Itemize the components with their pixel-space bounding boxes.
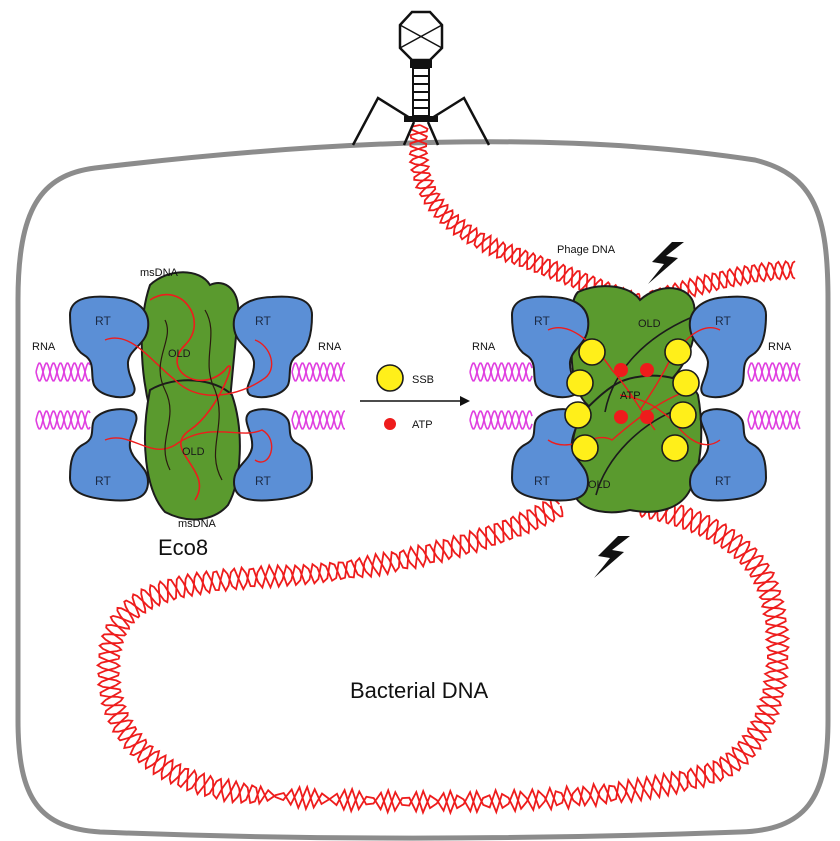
- helix-strand: [35, 410, 91, 430]
- helix-strand: [291, 410, 345, 430]
- msdna-strand: [204, 309, 223, 481]
- rna-strand-left-lower: [469, 410, 533, 430]
- old-label: OLD: [168, 348, 191, 360]
- helix-strand: [35, 362, 91, 382]
- old-subunit-bottom: [144, 379, 241, 521]
- ssb-protein: [669, 401, 697, 429]
- ssb-legend-icon: [376, 364, 404, 392]
- arrow-head-icon: [460, 396, 470, 406]
- rna-label-left: RNA: [472, 341, 496, 353]
- rt-label: RT: [255, 314, 271, 328]
- atp-molecule: [640, 410, 654, 424]
- rt-label: RT: [534, 314, 550, 328]
- bacterial-dna-helix: [95, 494, 791, 816]
- eco8-inactive-complex: RT RT RT RT OLD OLD msDNA msDNA RNA RNA …: [32, 267, 345, 560]
- rna-strand-right-upper: [291, 362, 345, 382]
- atp-legend-icon: [384, 418, 396, 430]
- helix-strand: [291, 410, 345, 430]
- old-label: OLD: [638, 318, 661, 330]
- ssb-protein: [566, 369, 594, 397]
- msdna-strand: [547, 327, 656, 431]
- msdna-strands-left: [104, 293, 273, 501]
- rt-label: RT: [95, 314, 111, 328]
- activation-legend: SSB ATP: [360, 364, 470, 431]
- rt-label: RT: [715, 474, 731, 488]
- rt-subunit-top-right: [232, 295, 314, 399]
- rna-strand-left-lower: [35, 410, 91, 430]
- helix-strand: [291, 362, 345, 382]
- rt-subunit-top-right: [688, 295, 768, 399]
- helix-strand: [469, 362, 533, 382]
- atp-label: ATP: [620, 390, 641, 402]
- rt-label: RT: [715, 314, 731, 328]
- rt-subunit-top-left: [68, 295, 150, 399]
- helix-strand: [97, 496, 791, 816]
- atp-molecule: [614, 410, 628, 424]
- msdna-label-top: msDNA: [140, 267, 179, 279]
- bacterial-dna-label: Bacterial DNA: [350, 678, 488, 703]
- rna-label-right: RNA: [318, 341, 342, 353]
- bacteriophage-icon: [351, 10, 491, 146]
- helix-strand: [35, 362, 91, 382]
- helix-strand: [469, 410, 533, 430]
- rna-strand-left-upper: [35, 362, 91, 382]
- helix-strand: [469, 410, 533, 430]
- helix-strand: [747, 410, 801, 430]
- ssb-protein: [571, 434, 599, 462]
- rt-subunit-bottom-left: [68, 408, 150, 502]
- bacterial-cell-outline: [15, 139, 831, 841]
- rna-strand-right-upper: [747, 362, 801, 382]
- lightning-bolt-icon: [648, 242, 684, 284]
- helix-strand: [747, 410, 801, 430]
- msdna-strand: [104, 429, 273, 463]
- atp-legend-label: ATP: [412, 419, 433, 431]
- ssb-protein: [578, 338, 606, 366]
- rt-subunit-bottom-right: [688, 408, 768, 502]
- helix-strand: [469, 362, 533, 382]
- msdna-strand: [159, 319, 171, 471]
- rna-label-right: RNA: [768, 341, 792, 353]
- old-label: OLD: [588, 479, 611, 491]
- phage-dna-label: Phage DNA: [557, 244, 616, 256]
- helix-strand: [35, 410, 91, 430]
- msdna-strand: [104, 337, 273, 396]
- helix-strand: [747, 362, 801, 382]
- ssb-protein: [564, 401, 592, 429]
- msdna-strand: [149, 293, 231, 501]
- rt-label: RT: [255, 474, 271, 488]
- ssb-legend-label: SSB: [412, 374, 434, 386]
- rna-strand-right-lower: [291, 410, 345, 430]
- msdna-label-bottom: msDNA: [178, 518, 217, 530]
- ssb-protein: [664, 338, 692, 366]
- eco8-title: Eco8: [158, 535, 208, 560]
- rt-label: RT: [534, 474, 550, 488]
- old-label: OLD: [182, 446, 205, 458]
- helix-strand: [291, 362, 345, 382]
- rna-strand-right-lower: [747, 410, 801, 430]
- rt-label: RT: [95, 474, 111, 488]
- rna-strand-left-upper: [469, 362, 533, 382]
- ssb-protein: [661, 434, 689, 462]
- atp-molecule: [640, 363, 654, 377]
- helix-strand: [649, 259, 796, 308]
- lightning-bolt-icon: [594, 536, 630, 578]
- helix-strand: [747, 362, 801, 382]
- msdna-strand: [547, 389, 691, 446]
- atp-molecule: [614, 363, 628, 377]
- rna-label-left: RNA: [32, 341, 56, 353]
- eco8-active-complex: RT RT RT RT OLD OLD ATP RNA RNA: [469, 285, 801, 514]
- ssb-protein: [672, 369, 700, 397]
- helix-strand: [95, 494, 790, 816]
